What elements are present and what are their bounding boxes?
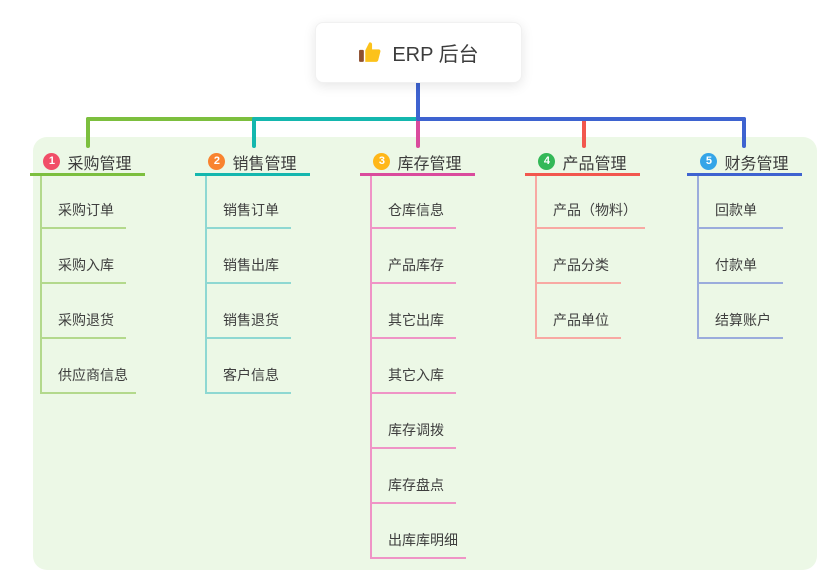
child-node-label: 付款单 — [715, 257, 757, 273]
child-node[interactable]: 仓库信息 — [370, 174, 456, 229]
child-node[interactable]: 销售订单 — [205, 174, 291, 229]
connector-drop-branch4 — [582, 117, 586, 148]
root-title: ERP 后台 — [392, 44, 479, 66]
child-node-label: 回款单 — [715, 202, 757, 218]
child-node[interactable]: 回款单 — [697, 174, 783, 229]
branch-product-header[interactable]: 4 产品管理 — [525, 150, 640, 176]
child-node-label: 采购退货 — [58, 312, 114, 328]
child-node[interactable]: 其它入库 — [370, 339, 456, 394]
branch-children: 采购订单采购入库采购退货供应商信息 — [40, 174, 136, 394]
child-node-label: 其它出库 — [388, 312, 444, 328]
branch-title: 销售管理 — [232, 155, 297, 173]
child-node[interactable]: 产品（物料） — [535, 174, 645, 229]
child-node-label: 其它入库 — [388, 367, 444, 383]
branch-title: 采购管理 — [67, 155, 132, 173]
branch-children: 销售订单销售出库销售退货客户信息 — [205, 174, 291, 394]
connector-horizontal-branch5 — [416, 117, 746, 121]
child-node[interactable]: 产品库存 — [370, 229, 456, 284]
branch-spine-line — [40, 176, 42, 394]
branch-purchase-header[interactable]: 1 采购管理 — [30, 150, 145, 176]
child-node[interactable]: 供应商信息 — [40, 339, 136, 394]
child-node-label: 库存盘点 — [388, 477, 444, 493]
branch-sales: 2 销售管理 销售订单销售出库销售退货客户信息 — [195, 150, 310, 394]
thumbs-up-icon — [358, 40, 383, 65]
child-node[interactable]: 采购入库 — [40, 229, 126, 284]
branch-number-badge: 4 — [538, 153, 556, 170]
child-node-label: 产品分类 — [553, 257, 609, 273]
branch-inventory-header[interactable]: 3 库存管理 — [360, 150, 475, 176]
child-node[interactable]: 采购订单 — [40, 174, 126, 229]
branch-spine-line — [697, 176, 699, 339]
child-node-label: 销售退货 — [223, 312, 279, 328]
child-node-label: 采购订单 — [58, 202, 114, 218]
child-node-label: 产品库存 — [388, 257, 444, 273]
child-node-label: 出库库明细 — [388, 532, 458, 548]
child-node[interactable]: 销售退货 — [205, 284, 291, 339]
connector-horizontal-branch1 — [86, 117, 256, 121]
branch-purchase: 1 采购管理 采购订单采购入库采购退货供应商信息 — [30, 150, 145, 394]
branch-number-badge: 1 — [43, 153, 61, 170]
child-node-label: 仓库信息 — [388, 202, 444, 218]
connector-horizontal-branch2 — [252, 117, 421, 121]
connector-drop-branch2 — [252, 117, 256, 148]
child-node[interactable]: 客户信息 — [205, 339, 291, 394]
branch-number-badge: 3 — [373, 153, 391, 170]
child-node[interactable]: 库存调拨 — [370, 394, 456, 449]
child-node[interactable]: 出库库明细 — [370, 504, 466, 559]
child-node[interactable]: 采购退货 — [40, 284, 126, 339]
branch-title: 财务管理 — [724, 155, 789, 173]
child-node-label: 供应商信息 — [58, 367, 128, 383]
connector-drop-branch5 — [742, 117, 746, 148]
child-node[interactable]: 产品分类 — [535, 229, 621, 284]
child-node[interactable]: 付款单 — [697, 229, 783, 284]
connector-drop-branch3 — [416, 117, 420, 148]
branch-sales-header[interactable]: 2 销售管理 — [195, 150, 310, 176]
canvas-panel — [33, 137, 817, 570]
branch-spine-line — [370, 176, 372, 559]
branch-finance-header[interactable]: 5 财务管理 — [687, 150, 802, 176]
child-node[interactable]: 其它出库 — [370, 284, 456, 339]
branch-inventory: 3 库存管理 仓库信息产品库存其它出库其它入库库存调拨库存盘点出库库明细 — [360, 150, 475, 559]
branch-spine-line — [205, 176, 207, 394]
branch-finance: 5 财务管理 回款单付款单结算账户 — [687, 150, 802, 339]
child-node[interactable]: 库存盘点 — [370, 449, 456, 504]
branch-spine-line — [535, 176, 537, 339]
child-node-label: 客户信息 — [223, 367, 279, 383]
branch-title: 产品管理 — [562, 155, 627, 173]
branch-children: 仓库信息产品库存其它出库其它入库库存调拨库存盘点出库库明细 — [370, 174, 466, 559]
child-node-label: 销售订单 — [223, 202, 279, 218]
branch-title: 库存管理 — [397, 155, 462, 173]
child-node[interactable]: 产品单位 — [535, 284, 621, 339]
branch-children: 产品（物料） 产品分类产品单位 — [535, 174, 645, 339]
branch-number-badge: 2 — [208, 153, 226, 170]
child-node-label: 采购入库 — [58, 257, 114, 273]
child-node-label: 库存调拨 — [388, 422, 444, 438]
connector-root-stub — [416, 81, 420, 121]
branch-product: 4 产品管理 产品（物料） 产品分类产品单位 — [525, 150, 645, 339]
child-node-label: 销售出库 — [223, 257, 279, 273]
child-node[interactable]: 结算账户 — [697, 284, 783, 339]
root-node[interactable]: ERP 后台 — [315, 22, 522, 83]
child-node[interactable]: 销售出库 — [205, 229, 291, 284]
connector-drop-branch1 — [86, 117, 90, 148]
branch-children: 回款单付款单结算账户 — [697, 174, 783, 339]
child-node-label: 结算账户 — [715, 312, 771, 328]
child-node-label: 产品（物料） — [553, 202, 637, 218]
branch-number-badge: 5 — [700, 153, 718, 170]
child-node-label: 产品单位 — [553, 312, 609, 328]
